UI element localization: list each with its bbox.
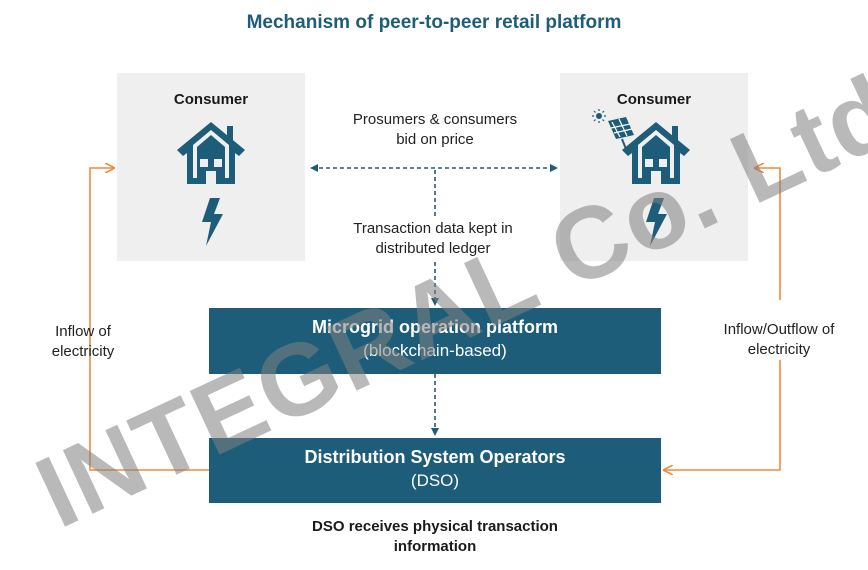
- bid-note-line2: bid on price: [396, 131, 474, 148]
- solar-panel-icon: [592, 109, 634, 150]
- inflow-right-line1: Inflow/Outflow of: [723, 321, 835, 338]
- inflow-left-note: Inflow of electricity: [28, 322, 138, 362]
- inflow-left-arrow: [89, 168, 209, 471]
- house-icon: [622, 122, 690, 184]
- ledger-note: Transaction data kept in distributed led…: [318, 219, 548, 259]
- dso-title: Distribution System Operators: [304, 447, 566, 467]
- dso-caption-line2: information: [393, 538, 477, 555]
- platform-subtitle: (blockchain-based): [363, 341, 507, 360]
- dso-caption: DSO receives physical transaction inform…: [240, 517, 630, 557]
- bid-note-line1: Prosumers & consumers: [352, 111, 518, 128]
- bid-note: Prosumers & consumers bid on price: [320, 110, 550, 150]
- platform-box: Microgrid operation platform (blockchain…: [209, 308, 661, 374]
- dso-box: Distribution System Operators (DSO): [209, 438, 661, 503]
- inflow-left-line2: electricity: [51, 343, 115, 360]
- inflow-right-arrow-bottom: [665, 360, 781, 470]
- dso-caption-line1: DSO receives physical transaction: [312, 518, 558, 535]
- house-icon: [177, 122, 245, 184]
- consumer-label-right: Consumer: [616, 91, 692, 108]
- consumer-label-left: Consumer: [173, 91, 249, 108]
- dso-subtitle: (DSO): [410, 471, 460, 490]
- inflow-right-note: Inflow/Outflow of electricity: [696, 320, 862, 360]
- lightning-icon: [646, 198, 667, 246]
- ledger-note-line2: distributed ledger: [375, 240, 491, 257]
- ledger-note-line1: Transaction data kept in: [353, 220, 513, 237]
- lightning-icon: [202, 198, 223, 246]
- inflow-right-line2: electricity: [747, 341, 811, 358]
- diagram-title: Mechanism of peer-to-peer retail platfor…: [246, 12, 622, 33]
- inflow-right-arrow-top: [756, 168, 781, 300]
- inflow-left-line1: Inflow of: [55, 323, 111, 340]
- platform-title: Microgrid operation platform: [311, 317, 558, 337]
